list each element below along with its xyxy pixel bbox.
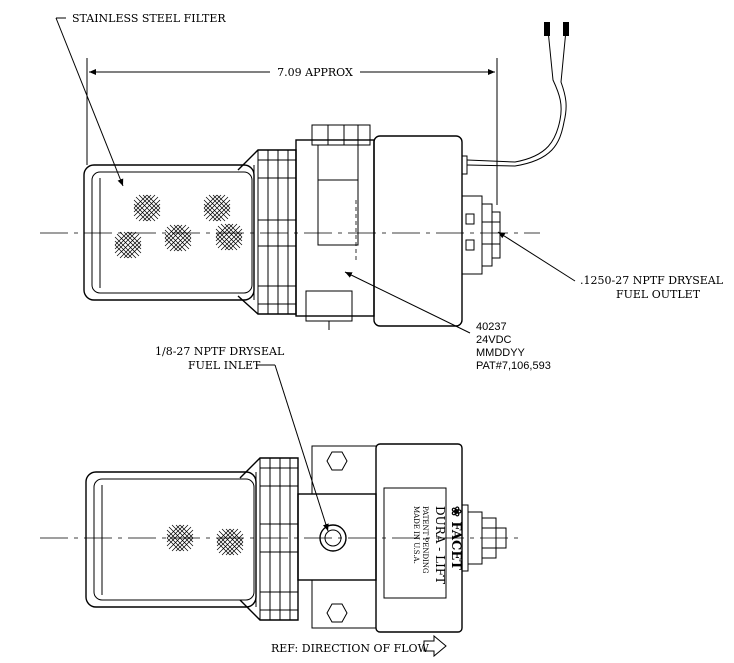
wire-leads xyxy=(466,22,569,167)
bottom-collar xyxy=(239,457,299,621)
voltage: 24VDC xyxy=(476,334,512,346)
filter-callout: STAINLESS STEEL FILTER xyxy=(55,12,226,187)
bottom-motor-housing: ❀ FACET DURA - LIFT PATENT PENDING MADE … xyxy=(375,443,507,633)
patent-number: PAT#7,106,593 xyxy=(476,360,551,372)
bottom-view: ❀ FACET DURA - LIFT PATENT PENDING MADE … xyxy=(40,345,520,658)
part-number: 40237 xyxy=(476,321,507,333)
top-view: 7.09 APPROX STAINLESS STEEL FILTER .1250… xyxy=(40,12,724,372)
flow-direction: REF: DIRECTION OF FLOW xyxy=(271,634,447,658)
overall-dimension: 7.09 APPROX xyxy=(86,58,498,205)
filter-label: STAINLESS STEEL FILTER xyxy=(72,12,226,25)
bottom-filter-bowl xyxy=(85,471,257,608)
nameplate-callout: 40237 24VDC MMDDYY PAT#7,106,593 xyxy=(344,271,551,372)
outlet-callout: .1250-27 NPTF DRYSEAL FUEL OUTLET xyxy=(497,231,724,301)
inlet-label-line2: FUEL INLET xyxy=(188,359,261,372)
patent-pending: PATENT PENDING xyxy=(421,506,429,574)
fuel-inlet-port xyxy=(319,524,347,552)
dimension-label: 7.09 APPROX xyxy=(277,66,353,79)
outlet-label-line1: .1250-27 NPTF DRYSEAL xyxy=(580,274,724,287)
brand-label-panel xyxy=(383,487,447,599)
top-filter-bowl xyxy=(83,164,255,301)
top-filter-mesh xyxy=(114,194,243,259)
brand-name: DURA - LIFT xyxy=(433,506,447,584)
top-collar xyxy=(237,149,297,315)
flow-label: REF: DIRECTION OF FLOW xyxy=(271,642,430,655)
bottom-filter-mesh xyxy=(166,524,244,556)
flow-arrow-icon xyxy=(423,634,447,658)
top-body xyxy=(295,124,375,330)
made-in-usa: MADE IN U.S.A. xyxy=(412,506,420,564)
inlet-callout: 1/8-27 NPTF DRYSEAL FUEL INLET xyxy=(155,345,329,532)
brand-logo: ❀ FACET xyxy=(448,506,463,570)
date-code: MMDDYY xyxy=(476,347,526,359)
outlet-label-line2: FUEL OUTLET xyxy=(616,288,701,301)
top-motor-housing xyxy=(373,135,501,327)
inlet-label-line1: 1/8-27 NPTF DRYSEAL xyxy=(155,345,285,358)
